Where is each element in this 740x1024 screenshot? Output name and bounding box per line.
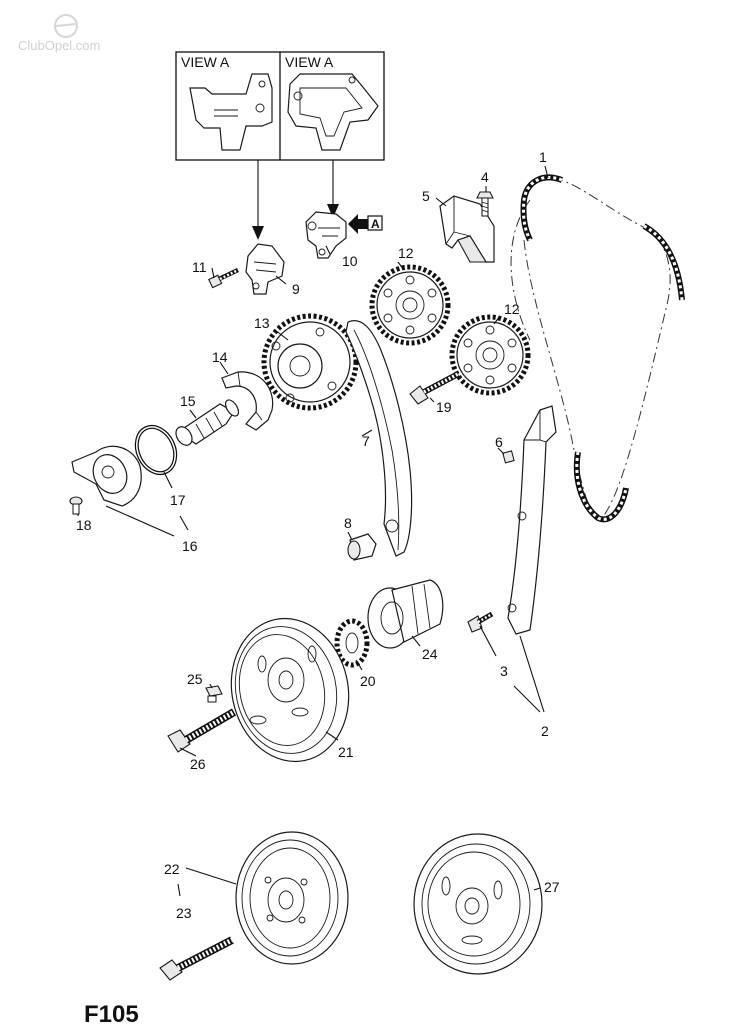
callout-15: 15 <box>180 393 196 409</box>
callout-1: 1 <box>539 149 547 165</box>
view-direction-marker: A <box>348 214 383 234</box>
callout-22: 22 <box>164 861 180 877</box>
callout-5: 5 <box>422 188 430 204</box>
part-21-crankshaft-pulley <box>230 617 350 763</box>
callout-8: 8 <box>344 515 352 531</box>
view-leader-arrows <box>252 160 339 240</box>
callout-13: 13 <box>254 315 270 331</box>
callout-23: 23 <box>176 905 192 921</box>
watermark: ClubOpel.com <box>18 14 100 53</box>
part-6-pin <box>502 450 515 464</box>
callout-25: 25 <box>187 671 203 687</box>
callout-17: 17 <box>170 492 186 508</box>
callout-21: 21 <box>338 744 354 760</box>
callout-16: 16 <box>182 538 198 554</box>
part-1-timing-chain <box>510 174 685 523</box>
part-16-solenoid <box>71 445 142 507</box>
callout-26: 26 <box>190 756 206 772</box>
callout-14: 14 <box>212 349 228 365</box>
part-5-upper-guide <box>439 195 495 263</box>
part-12-camshaft-sprocket-lower <box>449 314 531 396</box>
part-13-camshaft-adjuster <box>261 313 359 411</box>
part-11-bolt <box>208 267 239 289</box>
callout-3: 3 <box>500 663 508 679</box>
part-8-bushing <box>347 533 377 561</box>
watermark-text: ClubOpel.com <box>18 38 100 53</box>
part-2-tensioner-rail-set <box>507 405 557 635</box>
callout-6: 6 <box>495 434 503 450</box>
part-10-chain-tensioner <box>305 211 347 259</box>
callout-labels: 1 2 3 4 5 6 7 8 9 10 11 12 12 13 14 15 1… <box>76 149 560 921</box>
callout-20: 20 <box>360 673 376 689</box>
part-17-seal-ring <box>134 424 178 476</box>
page-code: F105 <box>84 1001 139 1024</box>
part-24-oil-pump-drive <box>367 579 444 649</box>
part-25-screw <box>205 685 223 703</box>
callout-2: 2 <box>541 723 549 739</box>
part-14-cover-plate <box>221 371 274 431</box>
callout-12-lower: 12 <box>504 301 520 317</box>
callout-19: 19 <box>436 399 452 415</box>
view-a-left-title: VIEW A <box>181 54 230 70</box>
callout-27: 27 <box>544 879 560 895</box>
part-19-bolt <box>409 371 460 405</box>
callout-11: 11 <box>192 259 207 275</box>
view-a-right-title: VIEW A <box>285 54 334 70</box>
part-4-bolt <box>476 191 494 217</box>
part-22-pulley-variant-a <box>235 831 349 965</box>
view-a-panel: VIEW A VIEW A <box>175 51 385 161</box>
part-23-pulley-bolt <box>159 936 234 981</box>
part-7-tensioner-rail <box>345 320 413 557</box>
callout-9: 9 <box>292 281 300 297</box>
callout-12-upper: 12 <box>398 245 414 261</box>
callout-18: 18 <box>76 517 92 533</box>
callout-10: 10 <box>342 253 358 269</box>
callout-24: 24 <box>422 646 438 662</box>
part-20-crankshaft-sprocket <box>334 618 370 668</box>
callout-4: 4 <box>481 169 489 185</box>
leader-lines <box>77 165 549 897</box>
part-9-chain-tensioner <box>245 243 285 295</box>
part-15-control-valve <box>175 399 240 446</box>
callout-7: 7 <box>362 433 370 449</box>
part-26-central-bolt <box>167 708 237 753</box>
part-18-bolt <box>69 496 83 515</box>
view-marker-letter: A <box>371 217 380 231</box>
part-3-bolt <box>467 611 494 633</box>
part-12-camshaft-sprocket-upper <box>369 264 451 346</box>
part-27-pulley-variant-b <box>413 833 543 975</box>
